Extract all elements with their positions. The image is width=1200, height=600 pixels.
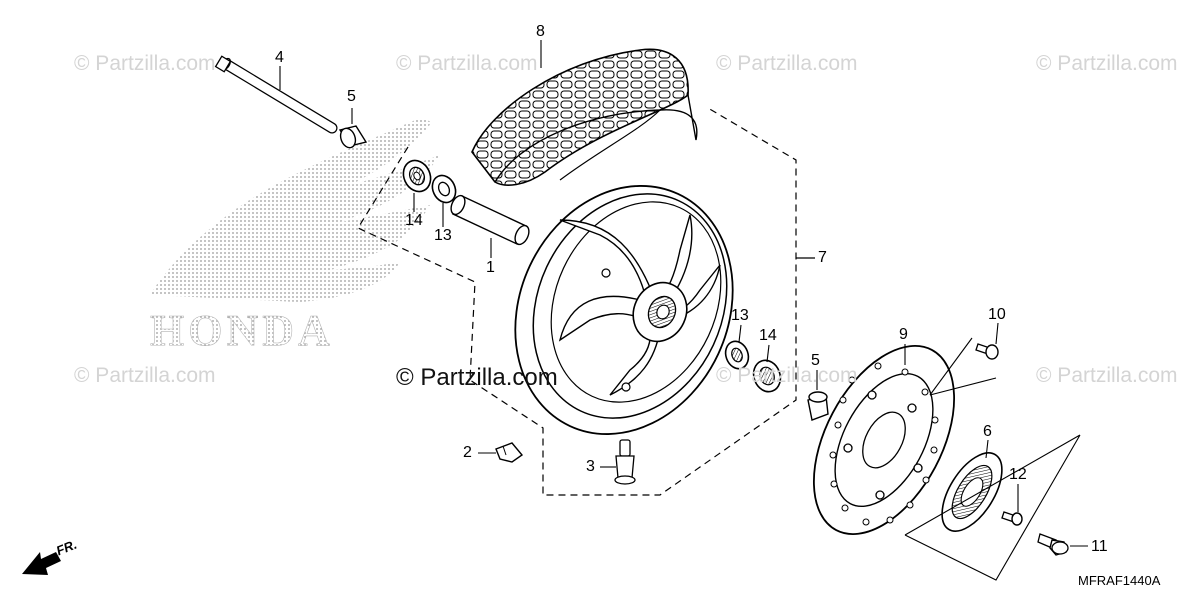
wheel-assembly-outline <box>357 107 797 496</box>
bolt-part-10 <box>975 343 999 360</box>
bolt-10-guide <box>929 337 973 396</box>
callout-6: 6 <box>983 423 992 440</box>
callout-2: 2 <box>463 444 472 461</box>
callout-8: 8 <box>536 23 545 40</box>
watermark-text: © Partzilla.com <box>74 364 216 387</box>
bearing-part-14-left <box>402 159 432 193</box>
leader-14-right <box>766 344 770 363</box>
leader-13-right <box>738 324 742 343</box>
tire-part-8 <box>471 48 698 186</box>
front-direction-arrow-icon <box>22 552 61 575</box>
watermark-text: © Partzilla.com <box>1036 52 1178 75</box>
watermark-text: © Partzilla.com <box>74 52 216 75</box>
exploded-guide-right <box>904 377 1081 581</box>
honda-logo-text: HONDA <box>150 306 334 355</box>
watermark-text: © Partzilla.com <box>1036 364 1178 387</box>
wheel-part-7 <box>514 185 734 435</box>
watermark-text: © Partzilla.com <box>716 52 858 75</box>
callout-14-left: 14 <box>405 212 423 229</box>
pulser-ring-part-6 <box>941 452 1003 532</box>
callout-12: 12 <box>1009 466 1027 483</box>
axle-part-4 <box>214 55 338 134</box>
callout-5-right: 5 <box>811 352 820 369</box>
seal-part-13-right <box>724 340 750 370</box>
callout-14-right: 14 <box>759 327 777 344</box>
honda-wing-logo: HONDA <box>150 118 440 355</box>
callout-7: 7 <box>818 249 827 266</box>
callout-9: 9 <box>899 326 908 343</box>
bolt-part-12 <box>1001 511 1023 526</box>
collar-part-5-right <box>807 391 829 421</box>
callout-4: 4 <box>275 49 284 66</box>
valve-part-3 <box>614 439 636 485</box>
distance-collar-part-1 <box>450 194 530 246</box>
watermark-center: © Partzilla.com <box>396 364 558 391</box>
bearing-part-14-right <box>752 359 782 393</box>
watermark-text: © Partzilla.com <box>396 52 538 75</box>
collar-part-5-left <box>338 125 368 149</box>
callout-13-left: 13 <box>434 227 452 244</box>
bolt-part-11 <box>1037 533 1069 556</box>
brake-disc-part-9 <box>812 345 956 535</box>
callout-13-right: 13 <box>731 307 749 324</box>
callout-5-left: 5 <box>347 88 356 105</box>
callout-10: 10 <box>988 306 1006 323</box>
clip-part-2 <box>495 442 524 463</box>
watermark-text: © Partzilla.com <box>716 364 858 387</box>
seal-part-13-left <box>431 174 457 204</box>
leader-10 <box>995 322 999 345</box>
callout-1: 1 <box>486 259 495 276</box>
leader-6 <box>985 439 989 459</box>
diagram-code: MFRAF1440A <box>1078 573 1161 588</box>
callout-3: 3 <box>586 458 595 475</box>
callout-11: 11 <box>1091 538 1108 555</box>
